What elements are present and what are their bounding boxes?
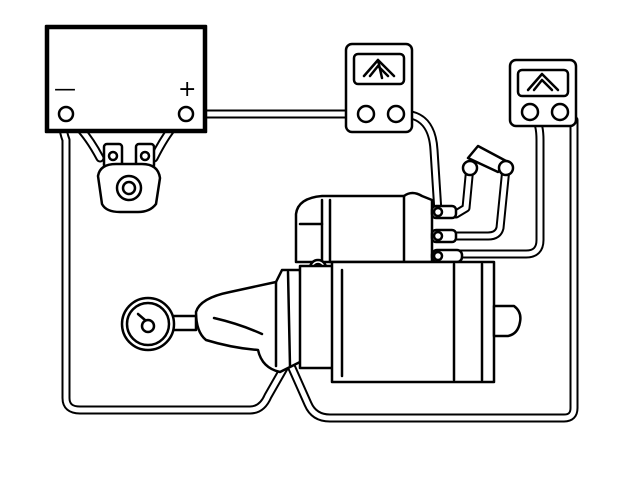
starter-motor bbox=[194, 191, 522, 384]
battery-negative-symbol: — bbox=[54, 77, 76, 102]
battery-positive-symbol: + bbox=[178, 77, 196, 102]
ammeter-left-terminal bbox=[356, 104, 376, 124]
solenoid bbox=[294, 191, 434, 264]
gauge bbox=[120, 296, 198, 352]
battery-negative-terminal bbox=[57, 105, 75, 123]
inductive-clamp bbox=[96, 142, 162, 214]
battery: — + bbox=[44, 24, 208, 134]
battery-positive-terminal bbox=[177, 105, 195, 123]
voltmeter-right-terminal bbox=[550, 102, 570, 122]
ammeter bbox=[344, 42, 414, 134]
ammeter-right-terminal bbox=[386, 104, 406, 124]
remote-starter-switch bbox=[461, 144, 515, 177]
voltmeter-left-terminal bbox=[520, 102, 540, 122]
wires bbox=[58, 109, 579, 423]
voltmeter bbox=[508, 58, 578, 128]
